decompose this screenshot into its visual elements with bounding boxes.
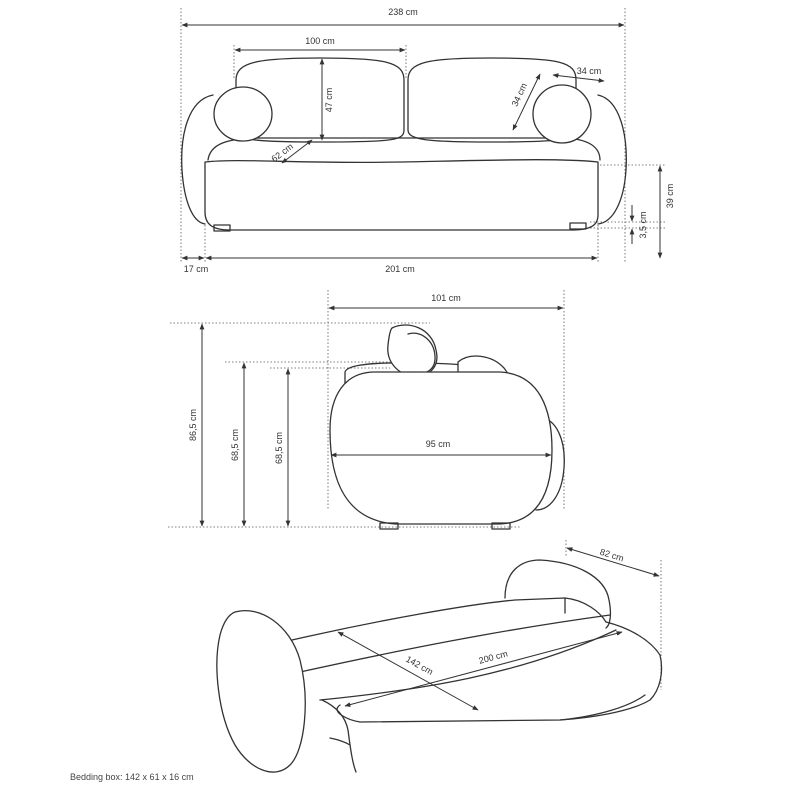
- sleep-width-label: 142 cm: [404, 654, 435, 677]
- height-b-label: 68,5 cm: [274, 432, 284, 464]
- front-view: 238 cm 100 cm 47 cm 34 cm 34 cm 62 cm 39…: [180, 7, 675, 274]
- back-cushion-left: [235, 57, 405, 143]
- dim-line: [337, 631, 479, 711]
- side-seat-depth-label: 95 cm: [426, 439, 451, 449]
- leg: [213, 224, 231, 232]
- leg: [379, 522, 399, 530]
- height-a-label: 68,5 cm: [230, 429, 240, 461]
- leg: [491, 522, 511, 530]
- leg-height-label: 3,5 cm: [638, 211, 648, 238]
- pillow-left: [213, 86, 273, 142]
- armrest-width-label: 17 cm: [184, 264, 209, 274]
- dim-line: [281, 139, 313, 164]
- side-armrest: [535, 417, 565, 511]
- total-depth-label: 101 cm: [431, 293, 461, 303]
- bed-right-end: [559, 621, 663, 721]
- dim-line: [566, 547, 660, 577]
- cushion-width-label: 100 cm: [305, 36, 335, 46]
- side-view: 101 cm 95 cm 86,5 cm 68,5 cm 68,5 cm: [168, 290, 565, 530]
- dim-line: [552, 73, 605, 83]
- dim-line: [344, 631, 623, 707]
- bed-back-edge: [291, 597, 607, 641]
- side-body: [329, 371, 553, 525]
- seat-height-label: 39 cm: [665, 184, 675, 209]
- inner-width-label: 201 cm: [385, 264, 415, 274]
- total-width-label: 238 cm: [388, 7, 418, 17]
- seat-top: [207, 137, 601, 161]
- left-armrest: [181, 94, 214, 225]
- bed-front-edge: [319, 629, 617, 701]
- bed-front-base: [336, 694, 646, 723]
- dim-line: [512, 73, 541, 131]
- bed-middle-fold: [299, 614, 611, 673]
- bedding-box-note: Bedding box: 142 x 61 x 16 cm: [70, 772, 194, 782]
- pillow-right: [532, 84, 592, 144]
- bedding-box: [321, 699, 357, 773]
- leg: [569, 222, 587, 230]
- backrest-height-label: 47 cm: [324, 88, 334, 113]
- seat-base: [204, 159, 599, 231]
- bed-front-armrest: [216, 610, 306, 773]
- bedding-box-edge: [329, 737, 351, 746]
- right-armrest: [597, 94, 627, 225]
- bed-depth-label: 82 cm: [599, 547, 625, 564]
- bed-view: 82 cm 142 cm 200 cm: [216, 540, 663, 773]
- total-height-label: 86,5 cm: [188, 409, 198, 441]
- seat-depth-label: 62 cm: [269, 141, 295, 164]
- pillow-width-label: 34 cm: [577, 66, 602, 76]
